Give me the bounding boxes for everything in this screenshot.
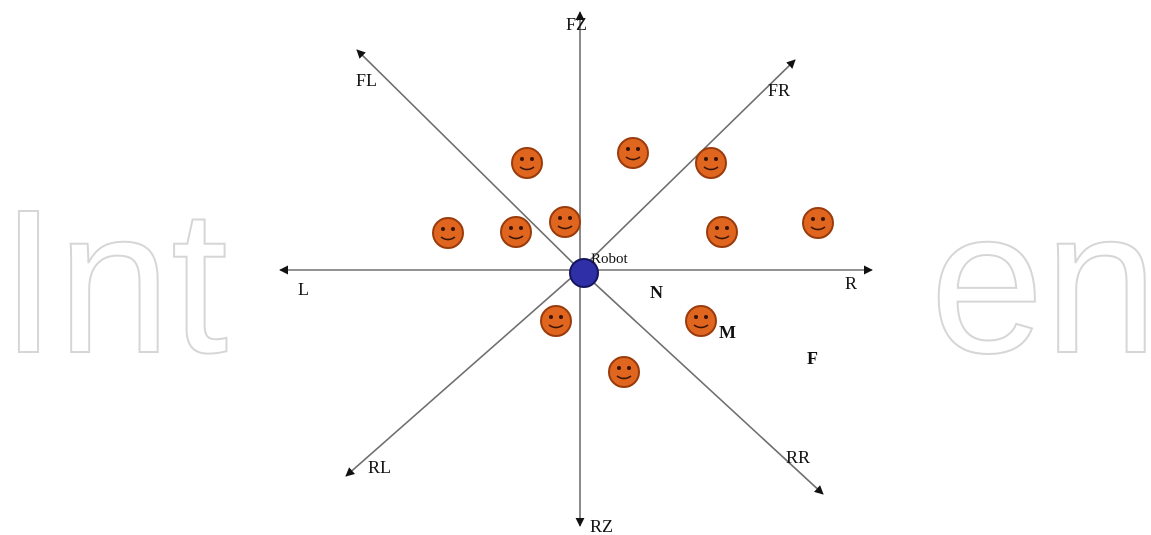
label-fl: FL xyxy=(356,70,377,90)
smiley-face-icon xyxy=(608,356,640,388)
distance-labels: N M F xyxy=(650,282,818,368)
label-rl: RL xyxy=(368,457,391,477)
label-fr: FR xyxy=(768,80,790,100)
label-rz: RZ xyxy=(590,516,613,535)
smiley-face-icon xyxy=(540,305,572,337)
smiley-face-icon xyxy=(695,147,727,179)
smiley-face-icon xyxy=(617,137,649,169)
label-far: F xyxy=(807,348,818,368)
label-medium: M xyxy=(719,322,736,342)
watermark-right: en xyxy=(930,167,1151,396)
watermark: Int en xyxy=(0,166,1151,397)
direction-labels: FZ FR R RR RZ RL L FL xyxy=(298,14,857,535)
robot-marker xyxy=(569,258,599,288)
axis-rr xyxy=(579,269,824,495)
smiley-face-icon xyxy=(706,216,738,248)
label-rr: RR xyxy=(786,447,810,467)
axes xyxy=(279,11,873,527)
label-near: N xyxy=(650,282,663,302)
smiley-face-icon xyxy=(549,206,581,238)
robot-label: Robot xyxy=(591,251,629,267)
axis-rl xyxy=(345,269,581,477)
label-l: L xyxy=(298,279,309,299)
smiley-face-icon xyxy=(685,305,717,337)
smiley-face-icon xyxy=(432,217,464,249)
obstacles xyxy=(432,137,834,388)
axis-fr xyxy=(579,59,796,271)
watermark-left: Int xyxy=(0,167,228,396)
smiley-face-icon xyxy=(511,147,543,179)
smiley-face-icon xyxy=(802,207,834,239)
smiley-face-icon xyxy=(500,216,532,248)
label-r: R xyxy=(845,273,857,293)
axis-fl xyxy=(356,49,581,271)
label-fz: FZ xyxy=(566,14,587,34)
